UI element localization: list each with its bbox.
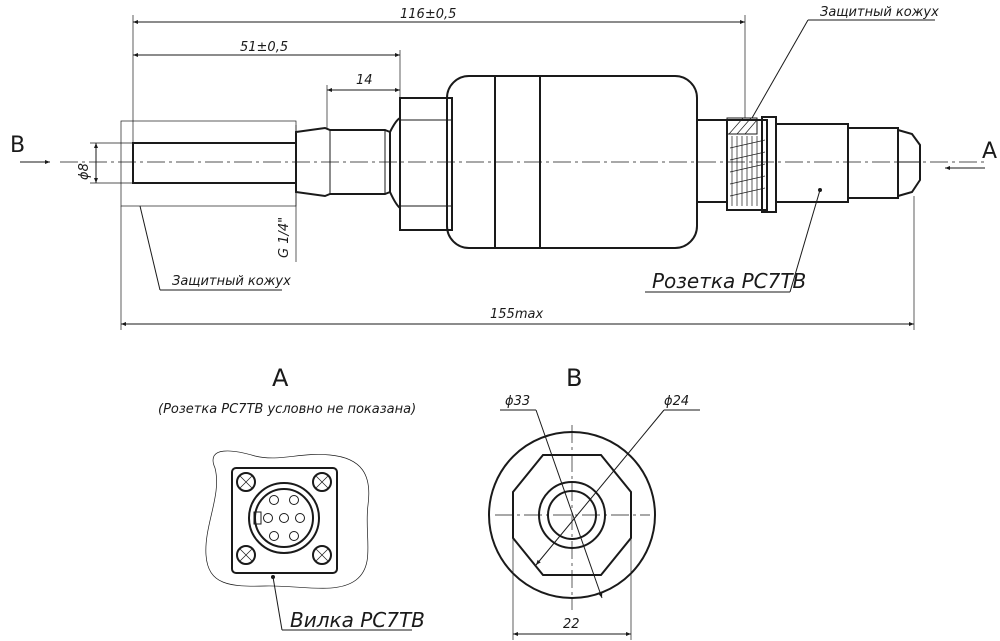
socket-leader	[789, 189, 821, 293]
dim-51-text: 51±0,5	[240, 40, 288, 55]
break-outline	[205, 450, 370, 589]
cover-top-label: Защитный кожух	[820, 5, 939, 20]
view-b: B ϕ33 ϕ24 22	[488, 364, 700, 640]
plug-face-outer	[248, 482, 320, 554]
cover-bottom-label: Защитный кожух	[172, 274, 291, 289]
dim-116-text: 116±0,5	[400, 7, 456, 22]
knurled-nut	[726, 119, 768, 211]
socket-body	[775, 123, 849, 203]
hex-body	[399, 97, 453, 231]
view-a: А (Розетка РС7ТВ условно не показана)	[158, 364, 425, 632]
dim-155-text: 155max	[490, 307, 543, 322]
view-b-title: B	[566, 364, 582, 392]
dim-phi33-line	[535, 409, 603, 599]
view-b-arrow-label: B	[10, 133, 25, 158]
dim-phi8-text: ϕ8	[77, 163, 92, 180]
probe-rod	[132, 142, 297, 184]
corner-screws	[236, 472, 332, 565]
dim-phi24-text: ϕ24	[664, 394, 689, 409]
socket-label: Розетка РС7ТВ	[652, 269, 806, 293]
dim-phi33-text: ϕ33	[505, 394, 530, 409]
thread-text: G 1/4"	[277, 217, 292, 258]
view-a-note: (Розетка РС7ТВ условно не показана)	[158, 402, 416, 417]
main-housing	[446, 75, 698, 249]
view-a-title: А	[272, 364, 289, 392]
plug-face-inner	[254, 488, 314, 548]
dim-phi24-line	[535, 409, 665, 566]
plug-leader	[272, 576, 283, 631]
plug-label: Вилка РС7ТВ	[290, 608, 425, 632]
square-flange	[231, 467, 338, 574]
side-view: B A 116±0,5 51±0,5 14 ϕ8 G 1/4" 155max З…	[10, 5, 997, 330]
dim-22-text: 22	[563, 617, 580, 632]
view-a-arrow-label: A	[982, 139, 997, 164]
cover-outline-left	[120, 120, 297, 207]
socket-end	[897, 129, 921, 197]
dim-14-text: 14	[356, 73, 373, 88]
plug-pins	[263, 495, 305, 541]
cover-bottom-leader	[139, 205, 161, 291]
connector-neck	[696, 119, 728, 203]
cover-top-leader	[751, 19, 809, 119]
